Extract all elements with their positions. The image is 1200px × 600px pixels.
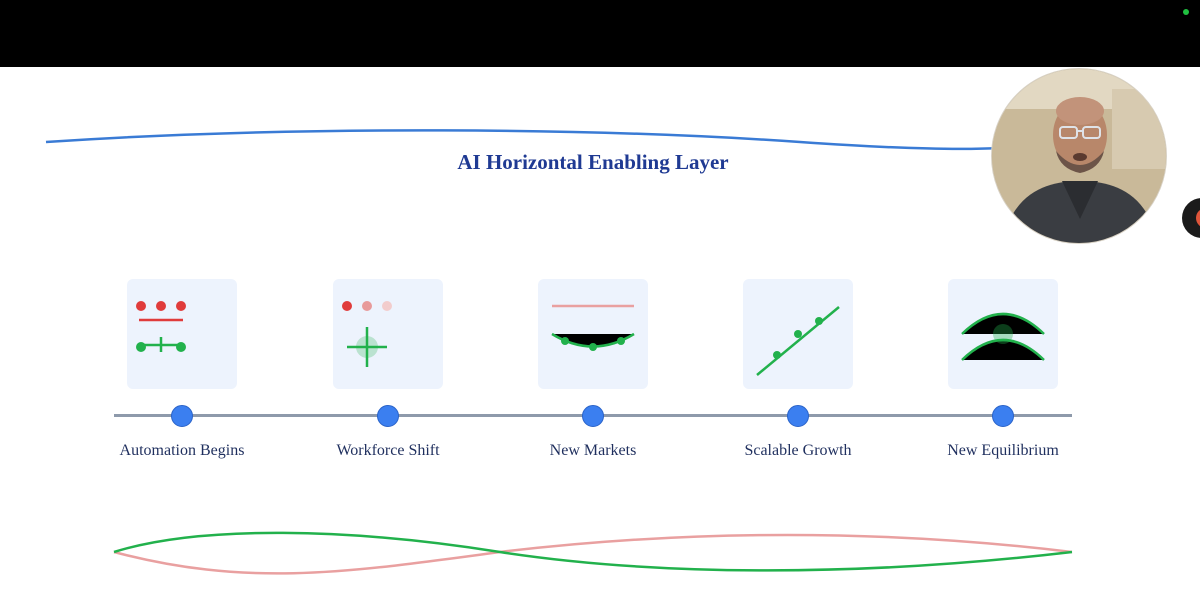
stage-card — [743, 279, 853, 389]
timeline-marker — [787, 405, 809, 427]
window-top-bar — [0, 0, 1200, 67]
stage-workforce-shift: Workforce Shift — [308, 279, 468, 469]
blue-wave-line — [45, 129, 1001, 151]
stage-label: New Markets — [549, 442, 637, 459]
slide-title: AI Horizontal Enabling Layer — [457, 150, 729, 174]
timeline-marker — [171, 405, 193, 427]
stage-automation-begins: Automation Begins — [102, 279, 262, 469]
new-equilibrium-icon — [961, 312, 1045, 361]
record-button[interactable] — [1182, 198, 1200, 238]
scalable-growth-icon — [756, 306, 840, 376]
stage-scalable-growth: Scalable Growth — [718, 279, 878, 469]
stage-card — [127, 279, 237, 389]
new-markets-icon — [551, 304, 635, 351]
timeline-marker — [377, 405, 399, 427]
automation-icon — [136, 301, 186, 352]
stage-new-markets: New Markets — [513, 279, 673, 469]
stage-label: New Equilibrium — [947, 442, 1059, 459]
timeline-marker — [582, 405, 604, 427]
timeline-marker — [992, 405, 1014, 427]
presenter-avatar-icon — [992, 69, 1166, 243]
stage-label: Automation Begins — [119, 442, 245, 459]
stage-card — [948, 279, 1058, 389]
red-wave-line — [113, 533, 1073, 575]
status-indicator-icon — [1183, 9, 1189, 15]
stage-label: Workforce Shift — [336, 442, 440, 459]
workforce-shift-icon — [342, 301, 392, 367]
stage-new-equilibrium: New Equilibrium — [923, 279, 1083, 469]
stage-card — [333, 279, 443, 389]
stage-card — [538, 279, 648, 389]
green-wave-line — [113, 531, 1073, 572]
presenter-video[interactable] — [991, 68, 1167, 244]
stage-label: Scalable Growth — [744, 442, 852, 459]
